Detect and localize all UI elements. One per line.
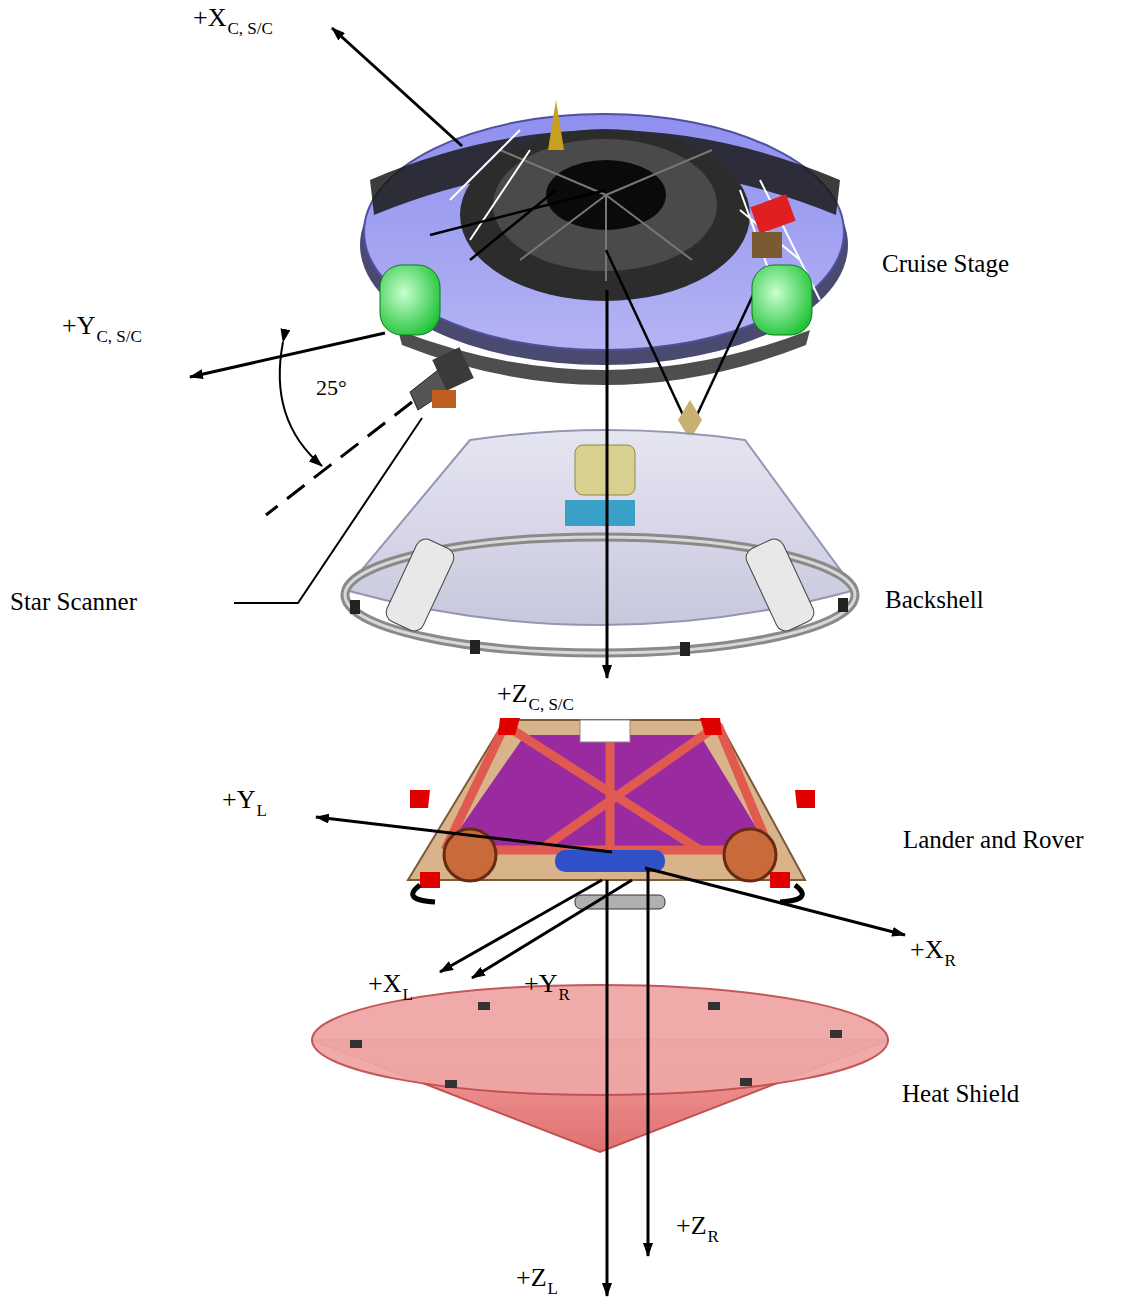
part-name: Lander and Rover (903, 826, 1083, 854)
axis-label: +Y (524, 970, 557, 999)
axis-subscript: R (944, 952, 955, 971)
axis-subscript: L (402, 986, 412, 1005)
axis-subscript: C, S/C (529, 696, 574, 715)
coordinate-axes (190, 28, 905, 1296)
axis-subscript: R (708, 1228, 719, 1247)
axis-label: +Y (222, 786, 255, 815)
part-name: Star Scanner (10, 588, 137, 616)
part-name: Cruise Stage (882, 250, 1009, 278)
axis-label: +Y (62, 312, 95, 341)
angle-arc (280, 342, 322, 466)
axis-label: +X (910, 936, 943, 965)
axis-label: +Z (497, 680, 528, 709)
axis-subscript: L (548, 1280, 558, 1299)
leader-line (234, 418, 422, 603)
angle-label: 25° (316, 376, 347, 400)
lander-and-rover (408, 718, 815, 909)
axis-subscript: C, S/C (227, 20, 272, 39)
axis-label: +X (193, 4, 226, 33)
axis-label: +Z (516, 1264, 547, 1293)
star-scanner (410, 347, 474, 410)
axis-subscript: L (256, 802, 266, 821)
backshell (345, 430, 855, 656)
axis-label: +X (368, 970, 401, 999)
part-name: Backshell (885, 586, 984, 614)
axis-label: +Z (676, 1212, 707, 1241)
axis-subscript: C, S/C (96, 328, 141, 347)
heat-shield (312, 985, 888, 1152)
cruise-stage (360, 100, 848, 440)
part-name: Heat Shield (902, 1080, 1019, 1108)
axis-subscript: R (558, 986, 569, 1005)
